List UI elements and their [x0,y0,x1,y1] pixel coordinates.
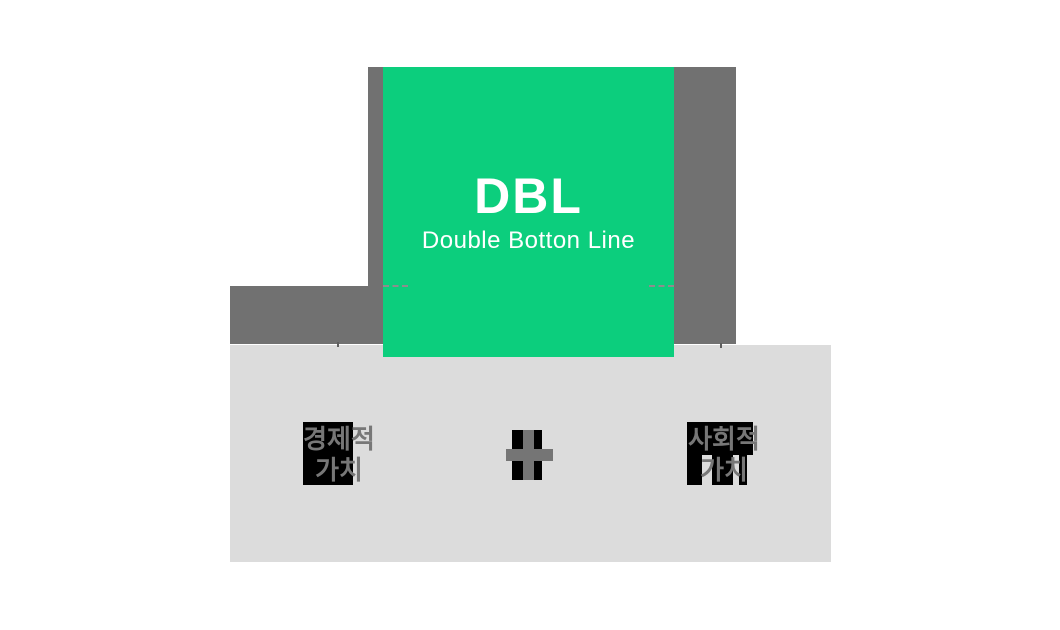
economic-value-line1: 경제적 [303,424,375,454]
tick-mark [720,343,722,348]
social-value-line1: 사회적 [688,424,760,454]
economic-value-line2: 가치 [315,455,363,485]
social-value-line2: 가치 [700,455,748,485]
social-value-label: 사회적 가치 [684,424,764,486]
social-value-highlight [687,422,753,455]
hidden-edge-dash-right [649,285,674,287]
economic-value-label: 경제적 가치 [299,424,379,486]
social-value-highlight [739,455,747,485]
left-horizontal-bar [230,286,383,344]
social-value-highlight [712,455,733,485]
right-vertical-bar [674,67,736,344]
diagram-subtitle: Double Botton Line [421,226,636,254]
hidden-edge-dash-left [383,285,408,287]
social-value-highlight [687,455,702,485]
plus-icon [523,430,534,480]
economic-value-highlight [303,422,353,485]
diagram-title: DBL [474,167,583,224]
tick-mark [337,342,339,347]
left-vertical-bar [368,67,383,344]
dbl-square: DBL Double Botton Line [383,67,674,357]
